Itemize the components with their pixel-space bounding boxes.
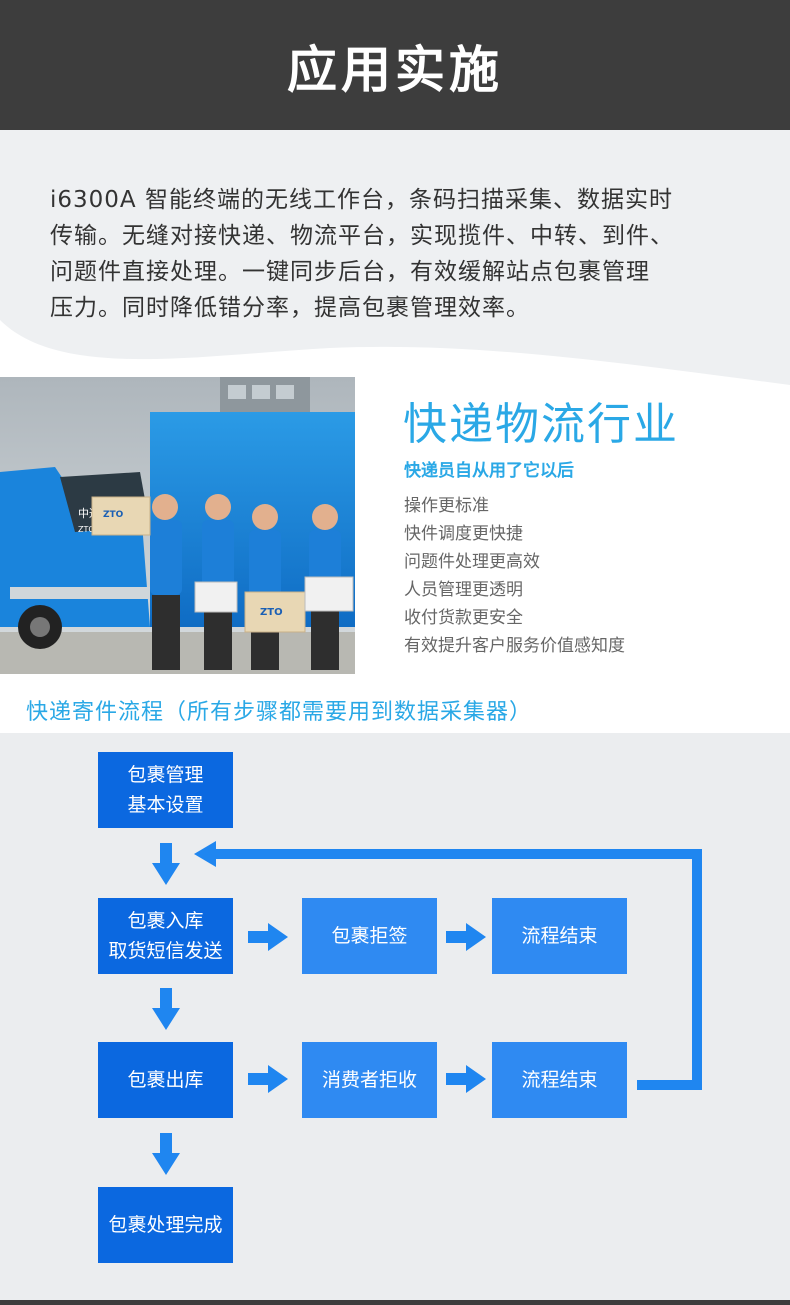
flowchart-arrows — [152, 841, 702, 1175]
step-label: 包裹处理完成 — [108, 1214, 223, 1236]
right-arrow-icon — [446, 923, 486, 951]
benefit-item: 收付货款更安全 — [404, 608, 523, 628]
benefit-item: 有效提升客户服务价值感知度 — [404, 636, 625, 656]
intro-line: 压力。同时降低错分率，提高包裹管理效率。 — [50, 295, 530, 321]
step-inbound-box: 包裹入库 取货短信发送 — [98, 898, 233, 974]
parcel-logo-text: ZTO — [260, 607, 283, 618]
step-label: 流程结束 — [521, 925, 598, 947]
right-arrow-icon — [248, 923, 288, 951]
step-label: 基本设置 — [127, 794, 204, 816]
step-consumer-reject-box: 消费者拒收 — [302, 1042, 437, 1118]
right-arrow-icon — [446, 1065, 486, 1093]
intro-line: 传输。无缝对接快递、物流平台，实现揽件、中转、到件、 — [50, 223, 674, 249]
intro-wave-decoration — [0, 320, 790, 390]
step-label: 消费者拒收 — [321, 1069, 417, 1091]
down-arrow-icon — [152, 1133, 180, 1175]
down-arrow-icon — [152, 988, 180, 1030]
step-label: 包裹出库 — [127, 1069, 204, 1091]
benefit-item: 操作更标准 — [404, 496, 489, 516]
benefit-item: 快件调度更快捷 — [404, 524, 523, 544]
down-arrow-icon — [152, 843, 180, 885]
industry-title: 快递物流行业 — [403, 399, 679, 450]
intro-paragraph: i6300A 智能终端的无线工作台，条码扫描采集、数据实时 传输。无缝对接快递、… — [50, 182, 750, 326]
step-label: 流程结束 — [521, 1069, 598, 1091]
step-reject-sign-box: 包裹拒签 — [302, 898, 437, 974]
intro-line: i6300A 智能终端的无线工作台，条码扫描采集、数据实时 — [50, 187, 673, 213]
header-bar: 应用实施 — [0, 0, 790, 130]
step-setup-box: 包裹管理 基本设置 — [98, 752, 233, 828]
step-label: 包裹管理 — [127, 764, 204, 786]
courier-person — [150, 494, 182, 670]
step-end-box: 流程结束 — [492, 1042, 627, 1118]
parcel-logo-text: ZTO — [103, 510, 124, 520]
step-label: 取货短信发送 — [108, 940, 223, 962]
right-arrow-icon — [248, 1065, 288, 1093]
bottom-bar — [0, 1300, 790, 1305]
courier-team-illustration: 中通 ZTO EXP ZTO ZTO — [0, 377, 355, 674]
left-arrow-icon — [194, 841, 216, 867]
flow-section-title: 快递寄件流程（所有步骤都需要用到数据采集器） — [26, 700, 533, 725]
step-end-box: 流程结束 — [492, 898, 627, 974]
courier-team-photo: 中通 ZTO EXP ZTO ZTO — [0, 377, 355, 674]
step-done-box: 包裹处理完成 — [98, 1187, 233, 1263]
benefit-item: 问题件处理更高效 — [404, 552, 540, 572]
intro-line: 问题件直接处理。一键同步后台，有效缓解站点包裹管理 — [50, 259, 650, 285]
loop-back-arrow — [212, 849, 702, 1090]
benefit-list: 操作更标准 快件调度更快捷 问题件处理更高效 人员管理更透明 收付货款更安全 有… — [404, 492, 625, 660]
industry-subtitle: 快递员自从用了它以后 — [404, 461, 574, 481]
intro-section: i6300A 智能终端的无线工作台，条码扫描采集、数据实时 传输。无缝对接快递、… — [0, 130, 790, 390]
step-label: 包裹入库 — [127, 910, 204, 932]
page-title: 应用实施 — [287, 41, 503, 99]
benefit-item: 人员管理更透明 — [404, 580, 523, 600]
step-label: 包裹拒签 — [331, 925, 408, 947]
step-outbound-box: 包裹出库 — [98, 1042, 233, 1118]
